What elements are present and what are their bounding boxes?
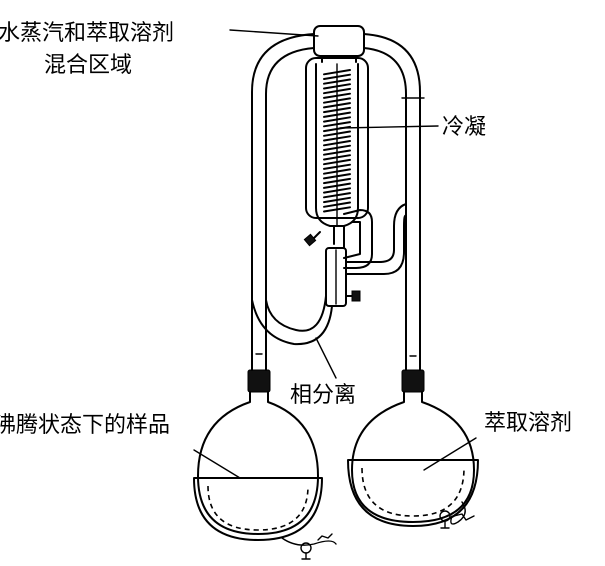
coil-turn [323, 201, 351, 208]
coil-turn [323, 73, 351, 80]
label-extraction-solvent: 萃取溶剂 [484, 411, 572, 436]
right-vapor-arm [361, 33, 425, 353]
stopcock-right [345, 290, 361, 302]
coil-turn [323, 111, 351, 118]
coil-turn [323, 121, 351, 128]
condenser-coil [323, 69, 351, 213]
coil-turn [323, 78, 351, 85]
coil-turn [323, 192, 351, 199]
coil-turn [323, 173, 351, 180]
stopcock-left [303, 231, 321, 247]
label-phase-separation: 相分离 [290, 383, 356, 408]
coil-turn [323, 83, 351, 90]
coil-turn [323, 206, 351, 213]
sample-heating-mantle [193, 477, 323, 541]
label-condensation: 冷凝 [442, 115, 486, 140]
coil-turn [323, 154, 351, 161]
sample-flask [197, 351, 319, 535]
solvent-mantle-power-cord [439, 501, 475, 529]
coil-turn [323, 92, 351, 99]
solvent-flask [351, 351, 475, 523]
coil-turn [323, 163, 351, 170]
coil-turn [323, 87, 351, 95]
label-boiling-sample: 沸腾状态下的样品 [0, 413, 170, 438]
coil-turn [323, 196, 351, 204]
coil-turn [323, 116, 351, 123]
coil-turn [323, 187, 351, 194]
coil-turn [323, 130, 351, 137]
coil-turn [323, 102, 351, 109]
coil-turn [323, 177, 351, 185]
leader-mixing-zone [229, 29, 319, 37]
leader-condensation [339, 125, 439, 129]
coil-turn [323, 149, 351, 156]
leader-lines [193, 29, 477, 479]
coil-turn [323, 144, 351, 151]
coil-turn [323, 182, 351, 189]
leader-phase-separation [315, 337, 337, 379]
coil-turn [323, 106, 351, 114]
sample-mantle-power-cord [281, 533, 337, 560]
leader-boiling-sample [193, 449, 241, 479]
coil-turn [323, 140, 351, 147]
solvent-heating-mantle [347, 459, 479, 527]
label-mixing-zone-line1: 水蒸汽和萃取溶剂 [0, 21, 174, 46]
coil-turn [323, 135, 351, 142]
coil-turn [323, 168, 351, 175]
return-and-separator [251, 203, 407, 346]
leader-extraction-solvent [423, 437, 477, 471]
label-mixing-zone-line2: 混合区域 [44, 53, 132, 78]
coil-turn [323, 158, 351, 166]
left-vapor-arm [251, 33, 317, 353]
mixing-head [313, 25, 365, 63]
coil-turn [323, 97, 351, 104]
coil-turn [323, 69, 351, 76]
